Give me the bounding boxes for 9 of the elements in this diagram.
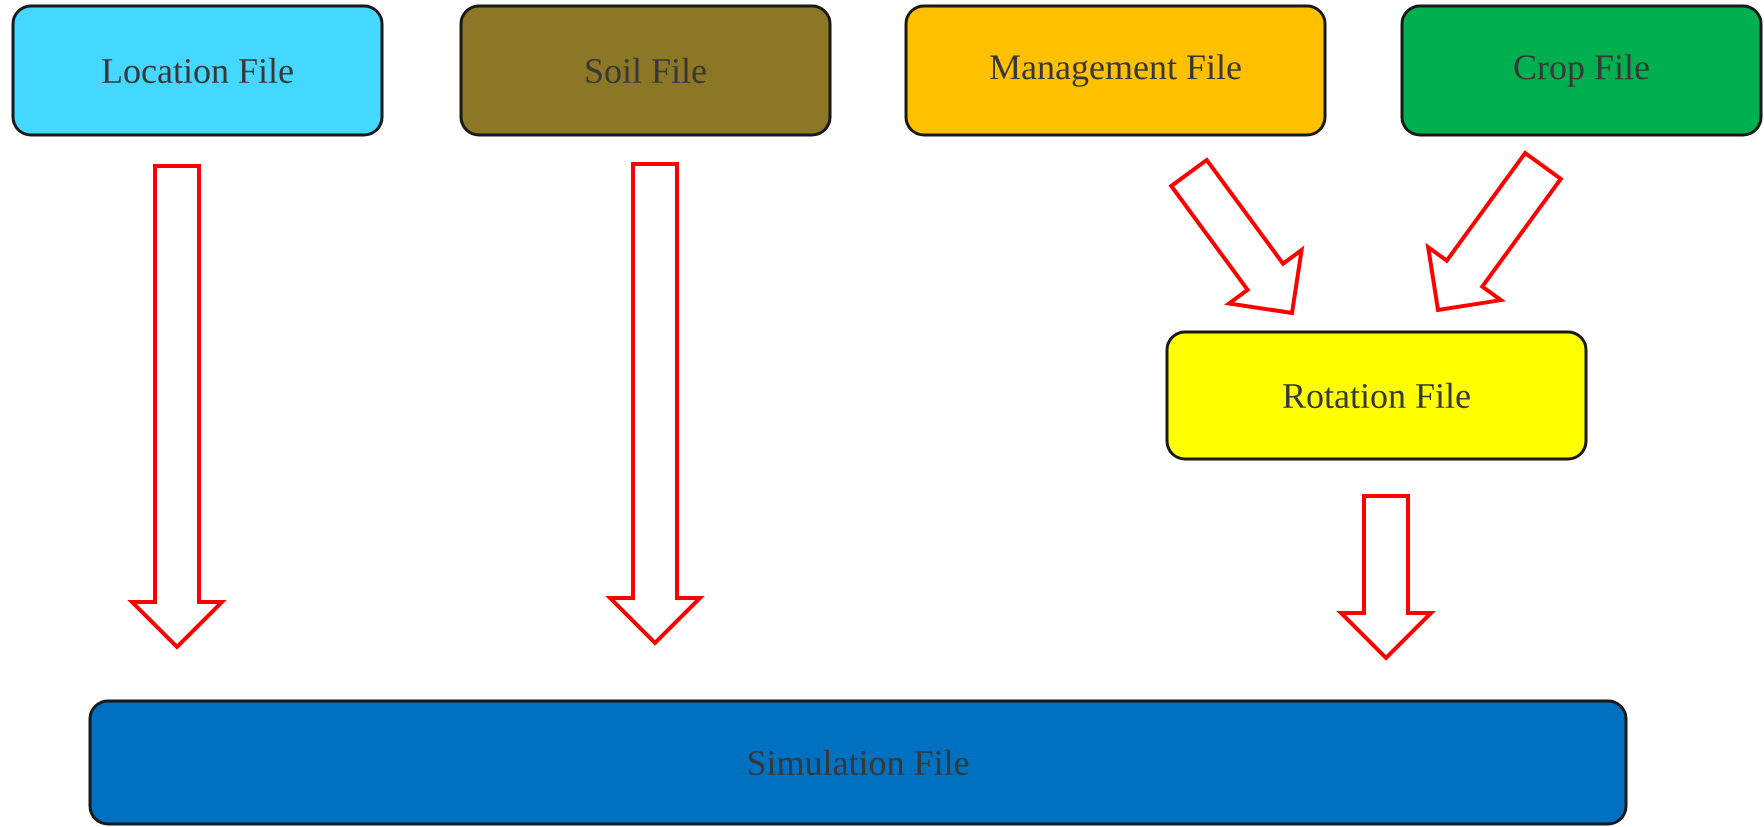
- file-box: Simulation File: [88, 699, 1628, 826]
- file-box: Management File: [904, 4, 1327, 137]
- block-arrow: [605, 162, 705, 646]
- file-box: Soil File: [459, 4, 832, 137]
- file-box: Rotation File: [1165, 330, 1588, 461]
- file-box: Crop File: [1400, 4, 1763, 137]
- block-arrow: [127, 164, 227, 650]
- block-arrow: [1336, 494, 1436, 661]
- file-box: Location File: [11, 4, 384, 137]
